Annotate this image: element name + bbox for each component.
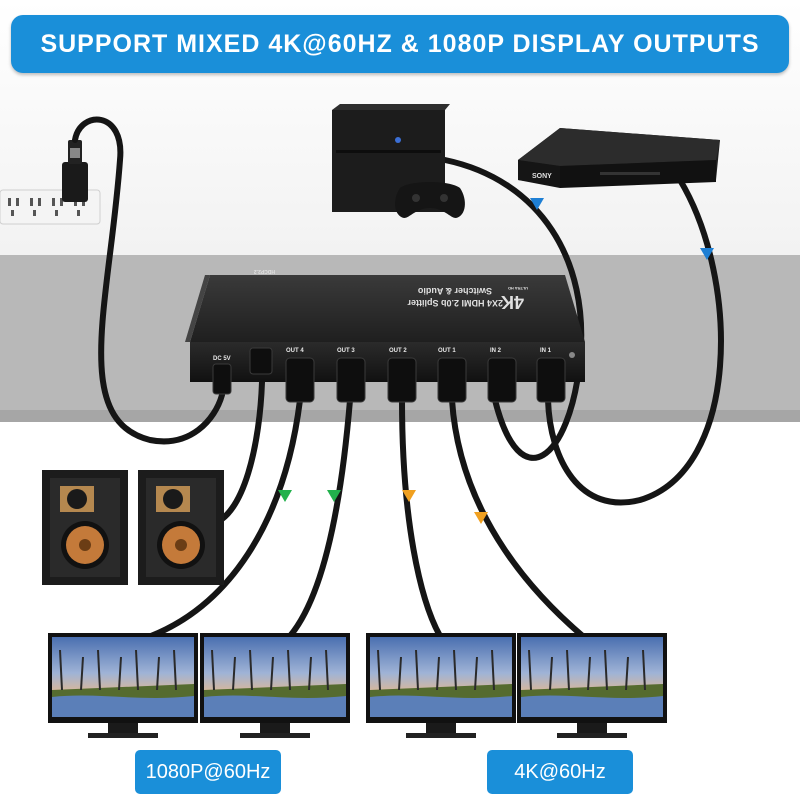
- hdmi-plug-out1: [437, 357, 467, 403]
- brand-mark: 4K: [501, 292, 524, 312]
- monitor-out3: [200, 633, 350, 738]
- in1-cable: [545, 177, 724, 506]
- game-controller-icon: [395, 182, 465, 218]
- power-cable: [72, 116, 225, 445]
- speaker-left: [42, 470, 128, 585]
- arrow-out2-orange-icon: [402, 490, 416, 502]
- label-4k-text: 4K@60Hz: [514, 760, 606, 783]
- port-label-dc5v: DC 5V: [213, 356, 231, 362]
- hdmi-plug-in1: [536, 357, 566, 403]
- monitor-out4: [48, 633, 198, 738]
- hdmi-plug-out4: [285, 357, 315, 403]
- model-line-1: 2X4 HDMI 2.0b Splitter: [407, 298, 503, 308]
- hdmi-splitter-device: 2X4 HDMI 2.0b Splitter Switcher & Audio …: [185, 268, 585, 403]
- status-led: [569, 352, 575, 358]
- monitor-out2: [366, 633, 516, 738]
- arrow-in2-blue-icon: [530, 198, 544, 210]
- label-1080p-text: 1080P@60Hz: [145, 760, 271, 783]
- arrow-in1-blue-icon: [700, 248, 714, 260]
- arrow-out3-green-icon: [327, 490, 341, 502]
- out1-cable: [449, 397, 588, 641]
- arrow-out1-orange-icon: [474, 512, 488, 524]
- label-1080p: 1080P@60Hz: [135, 750, 281, 794]
- hdmi-plug-out3: [336, 357, 366, 403]
- dvd-brand-text: SONY: [532, 173, 552, 180]
- dc-jack: [249, 347, 273, 375]
- port-label-out4: OUT 4: [286, 348, 304, 354]
- out2-cable: [399, 397, 443, 639]
- signal-arrows: [278, 198, 714, 524]
- hdmi-plug-out2: [387, 357, 417, 403]
- dc-plug: [212, 363, 232, 395]
- speaker-right: [138, 470, 224, 585]
- dvd-player: SONY: [518, 128, 720, 188]
- monitor-out1: [517, 633, 667, 738]
- arrow-out4-green-icon: [278, 490, 292, 502]
- usb-power-adapter-icon: [62, 140, 88, 202]
- port-label-out1: OUT 1: [438, 348, 456, 354]
- out4-cable: [137, 397, 303, 643]
- headline-text: SUPPORT MIXED 4K@60HZ & 1080P DISPLAY OU…: [40, 29, 760, 58]
- hdcp-text: HDCP2.2: [254, 268, 275, 274]
- port-label-in1: IN 1: [540, 348, 552, 354]
- label-4k: 4K@60Hz: [487, 750, 633, 794]
- model-line-2: Switcher & Audio: [417, 286, 492, 296]
- port-label-in2: IN 2: [490, 348, 502, 354]
- brand-sub: ULTRA HD: [508, 286, 528, 291]
- out3-cable: [287, 397, 353, 639]
- port-label-out3: OUT 3: [337, 348, 355, 354]
- port-label-out2: OUT 2: [389, 348, 407, 354]
- hdmi-plug-in2: [487, 357, 517, 403]
- headline-banner: SUPPORT MIXED 4K@60HZ & 1080P DISPLAY OU…: [11, 15, 789, 73]
